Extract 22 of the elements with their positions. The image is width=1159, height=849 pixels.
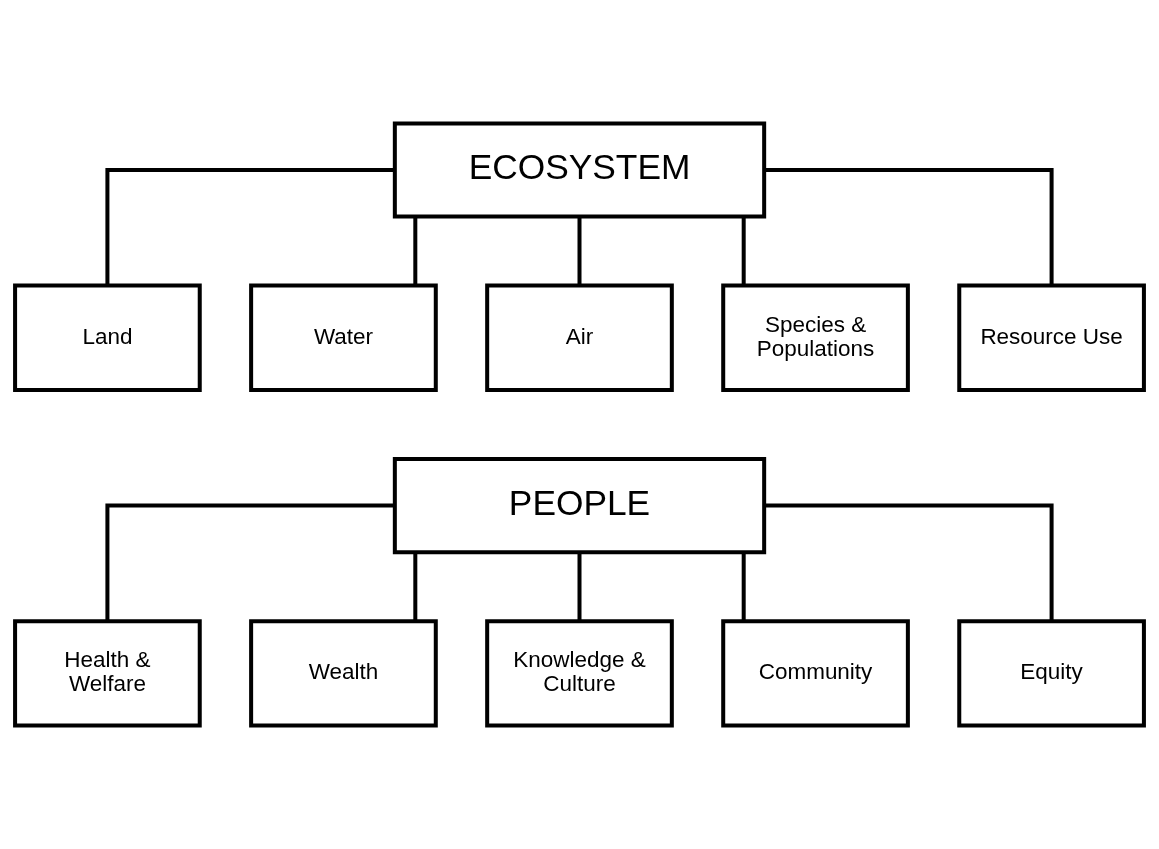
connector — [105, 168, 395, 286]
connector — [413, 216, 418, 286]
node-box: PEOPLE — [392, 457, 767, 555]
node-box: Water — [249, 283, 438, 392]
connector — [105, 503, 395, 621]
connector — [577, 216, 582, 286]
node-box: Wealth — [249, 619, 438, 728]
node-box: Health & Welfare — [13, 619, 202, 728]
connector — [764, 168, 1054, 286]
connector — [741, 216, 746, 286]
connector — [764, 503, 1054, 621]
node-box: Land — [13, 283, 202, 392]
node-box: Species & Populations — [721, 283, 910, 392]
node-box: Community — [721, 619, 910, 728]
node-box: Air — [485, 283, 674, 392]
node-box: Equity — [957, 619, 1146, 728]
node-box: Resource Use — [957, 283, 1146, 392]
connector — [577, 552, 582, 621]
connector — [413, 552, 418, 621]
node-box: ECOSYSTEM — [392, 121, 767, 219]
node-box: Knowledge & Culture — [485, 619, 674, 728]
connector — [741, 552, 746, 621]
